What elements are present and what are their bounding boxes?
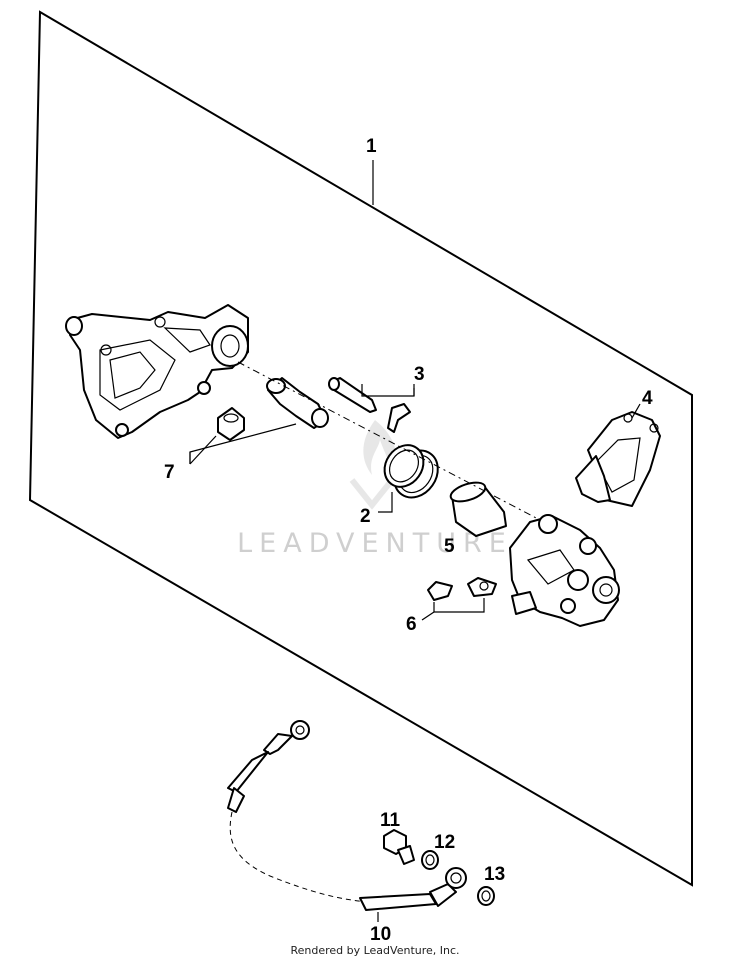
assembly-axis-line bbox=[237, 361, 541, 521]
banjo-bolt bbox=[383, 829, 415, 865]
sealing-washer-13 bbox=[477, 886, 495, 906]
callout-3: 3 bbox=[414, 364, 425, 385]
pad-spring-clip bbox=[387, 403, 411, 433]
callout-3-leader bbox=[361, 384, 415, 397]
piston-seal bbox=[383, 444, 439, 499]
kit-outline-panel bbox=[28, 10, 693, 887]
sealing-washer-12 bbox=[421, 850, 439, 870]
callout-13: 13 bbox=[484, 864, 505, 885]
callout-11: 11 bbox=[380, 810, 401, 831]
brake-hose bbox=[227, 720, 467, 911]
callout-4: 4 bbox=[642, 388, 653, 409]
callout-6-leader bbox=[433, 598, 485, 613]
pad-pin bbox=[328, 377, 377, 413]
footer-credit: Rendered by LeadVenture, Inc. bbox=[290, 944, 460, 957]
callout-7: 7 bbox=[164, 462, 175, 483]
callout-6: 6 bbox=[406, 614, 417, 635]
callout-12: 12 bbox=[434, 832, 455, 853]
callout-2-leader bbox=[378, 492, 393, 513]
watermark-logo bbox=[349, 420, 397, 510]
callout-10: 10 bbox=[370, 924, 391, 945]
caliper-piston bbox=[449, 481, 507, 537]
callout-2: 2 bbox=[360, 506, 371, 527]
bleeder-screw bbox=[427, 577, 497, 601]
callout-5: 5 bbox=[444, 536, 455, 557]
caliper-bracket bbox=[65, 304, 249, 439]
callout-4-leader bbox=[631, 403, 641, 419]
brake-pad bbox=[575, 411, 661, 507]
slide-pin-boot bbox=[217, 407, 245, 441]
slide-pin bbox=[266, 377, 329, 429]
caliper-body bbox=[509, 514, 620, 627]
watermark-text: LEADVENTURE bbox=[237, 528, 513, 559]
callout-1: 1 bbox=[366, 136, 377, 157]
